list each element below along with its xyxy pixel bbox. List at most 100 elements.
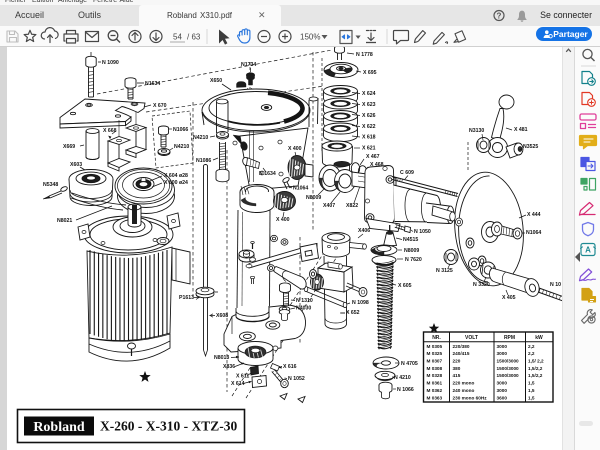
svg-text:N5348: N5348 bbox=[43, 182, 58, 188]
svg-text:X 695: X 695 bbox=[363, 70, 377, 76]
svg-text:X407: X407 bbox=[323, 203, 335, 209]
svg-text:X 600 ø24: X 600 ø24 bbox=[164, 180, 188, 186]
svg-text:N1064: N1064 bbox=[293, 186, 308, 192]
svg-text:X822: X822 bbox=[346, 203, 358, 209]
svg-text:X 622: X 622 bbox=[362, 124, 376, 130]
svg-text:X650: X650 bbox=[210, 78, 222, 84]
svg-text:1500/3000: 1500/3000 bbox=[497, 373, 520, 378]
svg-text:54: 54 bbox=[173, 33, 182, 42]
svg-text:X 468: X 468 bbox=[370, 162, 384, 168]
svg-text:X603: X603 bbox=[70, 162, 82, 168]
svg-text:1,5: 1,5 bbox=[528, 395, 535, 400]
svg-text:N8009: N8009 bbox=[404, 248, 419, 254]
svg-text:3600: 3600 bbox=[497, 395, 508, 400]
svg-text:N 4705: N 4705 bbox=[401, 361, 418, 367]
svg-text:N8009: N8009 bbox=[306, 195, 321, 201]
svg-text:X 623: X 623 bbox=[362, 102, 376, 108]
svg-text:220: 220 bbox=[453, 359, 461, 364]
svg-text:1,5/ 2,2: 1,5/ 2,2 bbox=[528, 359, 544, 364]
svg-text:220 mono: 220 mono bbox=[453, 381, 475, 386]
svg-text:X 467: X 467 bbox=[366, 154, 380, 160]
svg-text:1,5: 1,5 bbox=[528, 381, 535, 386]
svg-text:X 670: X 670 bbox=[153, 103, 167, 109]
svg-text:N4030: N4030 bbox=[296, 306, 311, 312]
svg-text:N1066: N1066 bbox=[173, 127, 188, 133]
svg-text:N1734: N1734 bbox=[241, 62, 256, 68]
svg-text:N 1634: N 1634 bbox=[259, 171, 276, 177]
svg-text:220/380: 220/380 bbox=[453, 344, 470, 349]
svg-text:X 405: X 405 bbox=[502, 295, 516, 301]
svg-text:N 1778: N 1778 bbox=[356, 52, 373, 58]
svg-text:kW: kW bbox=[535, 335, 543, 341]
svg-text:N4515: N4515 bbox=[403, 237, 418, 243]
svg-text:N 1050: N 1050 bbox=[414, 229, 431, 235]
svg-text:3000: 3000 bbox=[497, 351, 508, 356]
svg-text:2,2: 2,2 bbox=[528, 344, 535, 349]
svg-text:X 444: X 444 bbox=[527, 212, 541, 218]
svg-text:N1634: N1634 bbox=[145, 81, 160, 87]
svg-text:X 611: X 611 bbox=[236, 374, 249, 380]
svg-text:N3130: N3130 bbox=[469, 128, 484, 134]
svg-text:X406: X406 bbox=[358, 228, 370, 234]
svg-text:1500/3000: 1500/3000 bbox=[497, 366, 520, 371]
svg-text:N4210: N4210 bbox=[174, 144, 189, 150]
svg-text:M 0305: M 0305 bbox=[427, 344, 443, 349]
svg-text:VOLT: VOLT bbox=[465, 335, 478, 341]
svg-text:M 0307: M 0307 bbox=[427, 359, 443, 364]
svg-text:X 652: X 652 bbox=[346, 310, 360, 316]
svg-text:N1064: N1064 bbox=[526, 230, 541, 236]
svg-text:X 605: X 605 bbox=[398, 283, 412, 289]
svg-text:M 0308: M 0308 bbox=[427, 366, 443, 371]
svg-text:X 626: X 626 bbox=[362, 113, 376, 119]
svg-text:380: 380 bbox=[453, 366, 461, 371]
svg-text:RPM: RPM bbox=[504, 335, 515, 341]
svg-text:N8021: N8021 bbox=[57, 218, 72, 224]
svg-text:NR.: NR. bbox=[432, 335, 441, 341]
svg-text:N8013: N8013 bbox=[214, 355, 229, 361]
svg-text:X 400: X 400 bbox=[288, 146, 302, 152]
svg-text:N 3125: N 3125 bbox=[436, 268, 453, 274]
svg-text:240 mono: 240 mono bbox=[453, 388, 475, 393]
svg-text:X 624: X 624 bbox=[362, 91, 376, 97]
svg-text:X 604 ø28: X 604 ø28 bbox=[164, 173, 188, 179]
svg-text:X836: X836 bbox=[223, 364, 235, 370]
svg-text:C 609: C 609 bbox=[400, 170, 414, 176]
svg-text:150%: 150% bbox=[300, 33, 320, 42]
svg-text:2,2: 2,2 bbox=[528, 351, 535, 356]
svg-text:M 0363: M 0363 bbox=[427, 395, 443, 400]
svg-text:X 614: X 614 bbox=[231, 381, 245, 387]
svg-text:X 668: X 668 bbox=[103, 128, 117, 134]
svg-text:N 1066: N 1066 bbox=[397, 387, 414, 393]
svg-text:X 616: X 616 bbox=[283, 364, 297, 370]
svg-text:P1613: P1613 bbox=[179, 295, 194, 301]
svg-text:N 1098: N 1098 bbox=[352, 300, 369, 306]
svg-text:240/415: 240/415 bbox=[453, 351, 470, 356]
svg-text:1500/3000: 1500/3000 bbox=[497, 359, 520, 364]
svg-text:N 1310: N 1310 bbox=[296, 298, 313, 304]
svg-text:Robland: Robland bbox=[33, 420, 85, 435]
svg-text:X 400: X 400 bbox=[276, 217, 290, 223]
svg-text:3000: 3000 bbox=[497, 381, 508, 386]
svg-text:N1086: N1086 bbox=[196, 158, 211, 164]
svg-text:N 7620: N 7620 bbox=[405, 257, 422, 263]
svg-text:N3525: N3525 bbox=[523, 144, 538, 150]
svg-text:1,5/2,2: 1,5/2,2 bbox=[528, 373, 543, 378]
svg-text:X669: X669 bbox=[63, 144, 75, 150]
svg-text:M 0328: M 0328 bbox=[427, 373, 443, 378]
svg-text:X 481: X 481 bbox=[514, 127, 528, 133]
svg-text:N 3320: N 3320 bbox=[473, 282, 490, 288]
svg-text:X608: X608 bbox=[216, 313, 228, 319]
svg-text:M 0325: M 0325 bbox=[427, 351, 443, 356]
svg-text:415: 415 bbox=[453, 373, 461, 378]
svg-text:A: A bbox=[585, 246, 591, 255]
svg-text:N 1052: N 1052 bbox=[288, 376, 305, 382]
svg-text:?: ? bbox=[497, 12, 502, 21]
svg-text:N4210: N4210 bbox=[193, 135, 208, 141]
svg-text:/ 63: / 63 bbox=[187, 33, 201, 42]
svg-text:N 1090: N 1090 bbox=[102, 60, 119, 66]
svg-text:X 621: X 621 bbox=[362, 146, 376, 152]
svg-text:X 618: X 618 bbox=[362, 135, 376, 141]
svg-text:M 0362: M 0362 bbox=[427, 388, 443, 393]
svg-text:230 mono 60Hz: 230 mono 60Hz bbox=[453, 395, 488, 400]
svg-text:3000: 3000 bbox=[497, 344, 508, 349]
